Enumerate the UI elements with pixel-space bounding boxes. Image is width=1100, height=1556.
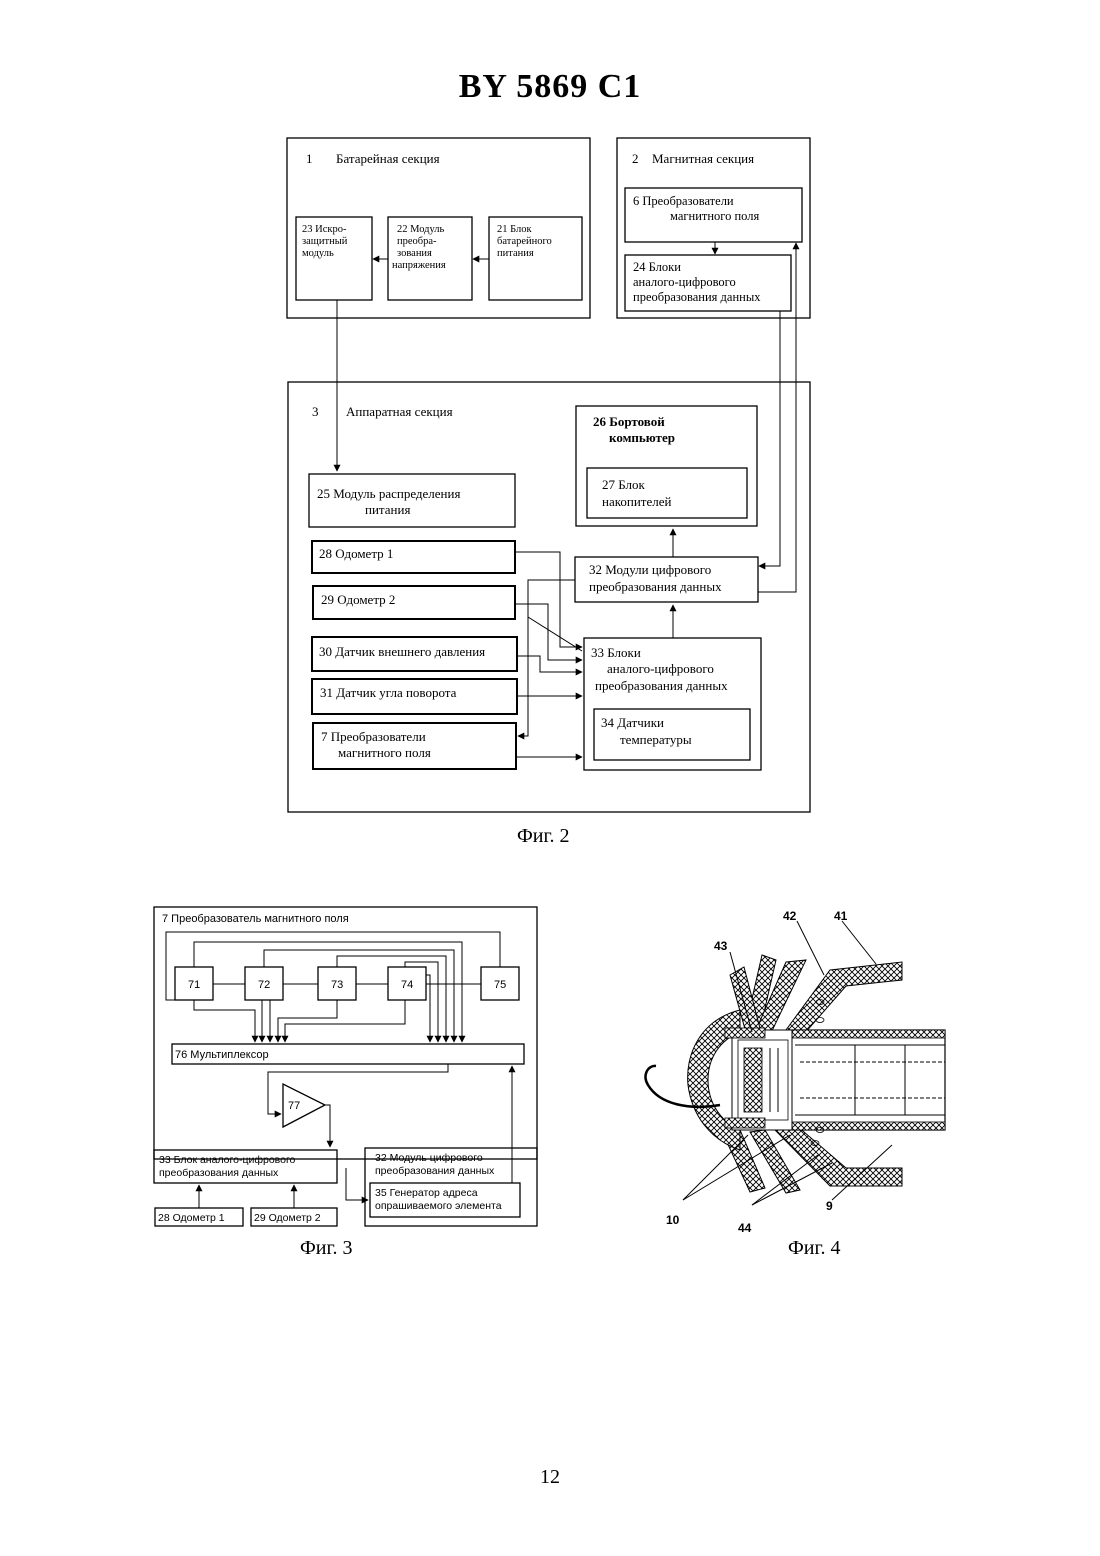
- svg-text:44: 44: [738, 1221, 752, 1235]
- svg-text:72: 72: [258, 979, 270, 991]
- svg-text:22 Модуль преобра-: 22 Модуль преобра- зования напряжения: [392, 224, 447, 271]
- fig4-drawing: 42 41 43 10 44 9: [646, 909, 945, 1235]
- block-27: [587, 468, 747, 518]
- svg-text:32 Модуль цифрового прео: 32 Модуль цифрового преобразования данны…: [375, 1152, 495, 1177]
- svg-text:3: 3: [312, 404, 319, 419]
- svg-text:28 Одометр 1: 28 Одометр 1: [158, 1212, 225, 1224]
- svg-text:73: 73: [331, 979, 343, 991]
- battery-section: 1 Батарейная секция 23 Искро- защитный м…: [287, 138, 590, 318]
- fig2-caption: Фиг. 2: [517, 825, 569, 848]
- svg-text:2: 2: [632, 151, 639, 166]
- svg-text:25 Модуль распределения: 25 Модуль распределения питания: [317, 486, 464, 517]
- svg-text:71: 71: [188, 979, 200, 991]
- svg-text:33 Блоки аналого-цифро: 33 Блоки аналого-цифрового преобразовани…: [591, 645, 728, 693]
- svg-text:21 Блок батарейного: 21 Блок батарейного питания: [497, 224, 554, 259]
- svg-text:7 Преобразователи: 7 Преобразователи магнитного поля: [321, 729, 431, 760]
- svg-text:74: 74: [401, 979, 413, 991]
- page-number: 12: [0, 1466, 1100, 1489]
- svg-text:31 Датчик угла поворота: 31 Датчик угла поворота: [320, 685, 457, 700]
- svg-text:Магнитная секция: Магнитная секция: [652, 151, 754, 166]
- svg-text:9: 9: [826, 1199, 833, 1213]
- svg-text:10: 10: [666, 1213, 680, 1227]
- svg-text:27 Блок накопителей: 27 Блок накопителей: [602, 477, 672, 509]
- svg-text:29 Одометр 2: 29 Одометр 2: [254, 1212, 321, 1224]
- svg-text:32 Модули цифрового пр: 32 Модули цифрового преобразования данны…: [589, 562, 722, 594]
- svg-text:43: 43: [714, 939, 728, 953]
- svg-text:7 Преобразователь магнитного п: 7 Преобразователь магнитного поля: [162, 913, 349, 925]
- svg-text:42: 42: [783, 909, 797, 923]
- magnetic-section: 2 Магнитная секция 6 Преобразователи маг…: [617, 138, 810, 318]
- svg-text:26 Бортовой компьютер: 26 Бортовой компьютер: [593, 414, 675, 445]
- hardware-section: 3 Аппаратная секция 26 Бортовой компьюте…: [288, 382, 810, 812]
- svg-text:34 Датчики температур: 34 Датчики температуры: [601, 715, 692, 747]
- svg-text:23 Искро- защитный: 23 Искро- защитный модуль: [302, 224, 350, 259]
- svg-text:75: 75: [494, 979, 506, 991]
- fig2-diagram: 1 Батарейная секция 23 Искро- защитный м…: [287, 138, 810, 812]
- svg-text:1: 1: [306, 151, 313, 166]
- fig4-caption: Фиг. 4: [788, 1237, 840, 1260]
- svg-text:76 Мультиплексор: 76 Мультиплексор: [175, 1049, 269, 1061]
- fig3-caption: Фиг. 3: [300, 1237, 352, 1260]
- svg-text:77: 77: [288, 1100, 300, 1112]
- svg-text:30 Датчик внешнего давления: 30 Датчик внешнего давления: [319, 644, 485, 659]
- svg-text:24 Блоки аналого-цифро: 24 Блоки аналого-цифрового преобразовани…: [633, 260, 761, 304]
- svg-text:29 Одометр 2: 29 Одометр 2: [321, 592, 395, 607]
- svg-text:6 Преобразователи ма: 6 Преобразователи магнитного поля: [633, 194, 759, 223]
- svg-text:41: 41: [834, 909, 848, 923]
- fig3-diagram: 7 Преобразователь магнитного поля 71 72 …: [154, 907, 537, 1226]
- svg-text:Аппаратная секция: Аппаратная секция: [346, 404, 453, 419]
- svg-text:35 Генератор адреса опра: 35 Генератор адреса опрашиваемого элемен…: [375, 1187, 502, 1212]
- svg-text:28 Одометр 1: 28 Одометр 1: [319, 546, 393, 561]
- svg-text:Батарейная секция: Батарейная секция: [336, 151, 440, 166]
- svg-text:33 Блок аналого-цифрового: 33 Блок аналого-цифрового преобразования…: [159, 1154, 298, 1179]
